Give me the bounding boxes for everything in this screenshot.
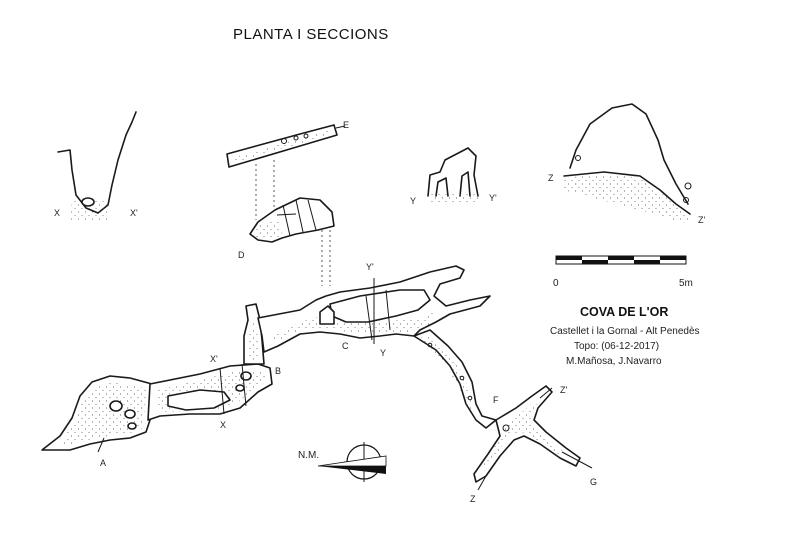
label-b: B <box>275 366 281 376</box>
north-label: N.M. <box>298 450 319 461</box>
section-e: E <box>226 120 349 220</box>
survey-authors: M.Mañosa, J.Navarro <box>566 356 662 367</box>
scale-end-label: 5m <box>679 278 693 289</box>
label-x-plan: X <box>220 420 226 430</box>
label-x-prime-section: X' <box>130 208 138 218</box>
cave-location: Castellet i la Gornal - Alt Penedès <box>550 326 700 337</box>
section-x-x: X X' <box>54 111 138 222</box>
survey-date: Topo: (06-12-2017) <box>574 341 659 352</box>
label-z-prime-plan: Z' <box>560 385 567 395</box>
map-title: PLANTA I SECCIONS <box>233 26 389 43</box>
cave-info: COVA DE L'OR Castellet i la Gornal - Alt… <box>550 305 700 367</box>
scale-bar: 0 5m <box>553 255 693 289</box>
label-x-prime-plan: X' <box>210 354 218 364</box>
label-y-prime-section: Y' <box>489 193 497 203</box>
label-y-section: Y <box>410 196 416 206</box>
scale-start-label: 0 <box>553 278 559 289</box>
north-arrow: N.M. <box>298 442 387 482</box>
label-y-plan: Y <box>380 348 386 358</box>
label-z-prime-section: Z' <box>698 215 705 225</box>
label-c: C <box>342 341 349 351</box>
label-e: E <box>343 120 349 130</box>
section-y-y: Y Y' <box>410 147 497 206</box>
label-x-section: X <box>54 208 60 218</box>
cave-name: COVA DE L'OR <box>580 305 668 319</box>
label-a: A <box>100 458 106 468</box>
cave-plan: A X' X B C Y' Y F <box>41 262 597 504</box>
section-d: D <box>238 197 335 286</box>
label-y-prime-plan: Y' <box>366 262 374 272</box>
section-z-z: Z Z' <box>548 103 705 225</box>
label-f: F <box>493 395 499 405</box>
label-z-section: Z <box>548 173 554 183</box>
label-d: D <box>238 250 245 260</box>
label-z-plan: Z <box>470 494 476 504</box>
label-g: G <box>590 477 597 487</box>
